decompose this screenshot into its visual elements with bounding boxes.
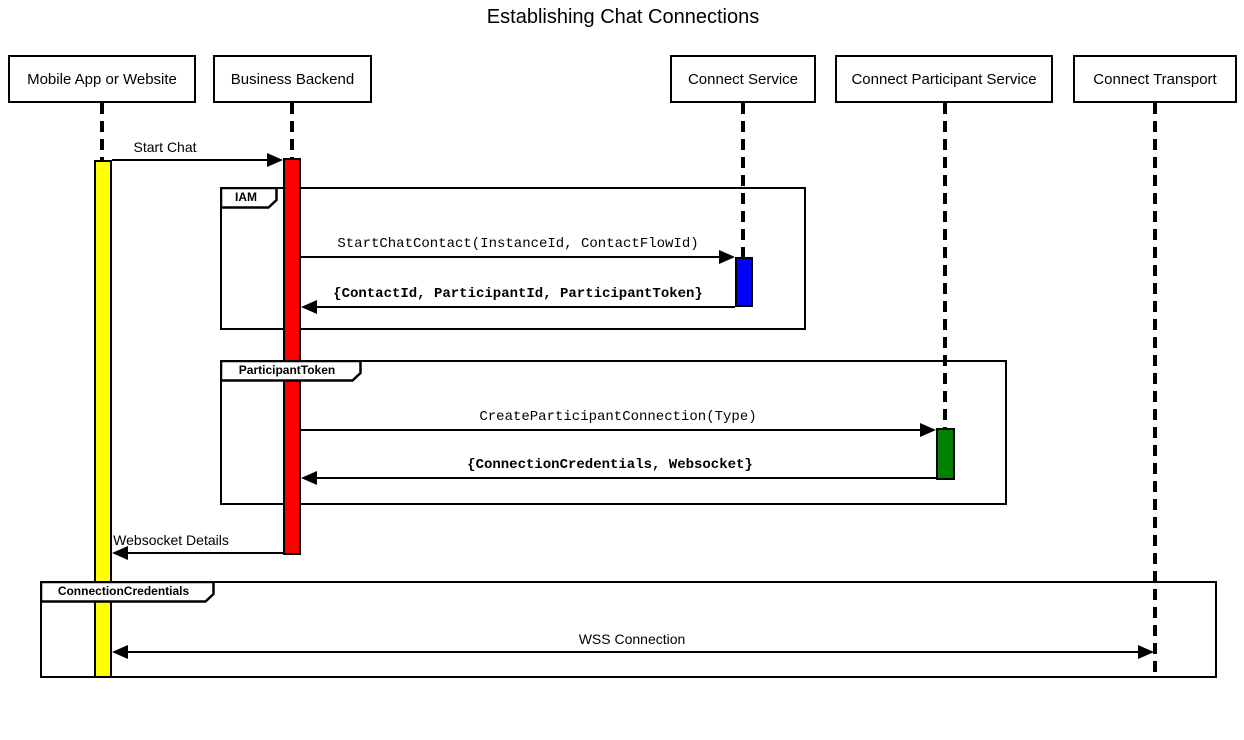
frame-label-connection-credentials: ConnectionCredentials [57,584,190,598]
actor-label-business-backend: Business Backend [230,70,355,88]
arrowhead-wss-connection-left [112,645,128,659]
message-label-start-chat: Start Chat [133,139,197,155]
message-label-contact-id-return: {ContactId, ParticipantId, ParticipantTo… [333,286,703,302]
actor-box-business-backend: Business Backend [213,55,372,103]
frame-tab-iam-shape [220,187,278,209]
message-label-start-chat-contact: StartChatContact(InstanceId, ContactFlow… [337,236,699,252]
message-label-connection-credentials-return: {ConnectionCredentials, Websocket} [467,457,753,473]
frame-connection-credentials [40,581,1217,678]
frame-tab-participant-token [220,360,362,382]
frame-participant-token [220,360,1007,505]
arrowhead-websocket-details [112,546,128,560]
message-label-wss-connection: WSS Connection [578,631,686,647]
frame-label-participant-token: ParticipantToken [238,363,336,377]
arrowhead-wss-connection-right [1138,645,1154,659]
arrowhead-contact-id-return [301,300,317,314]
actor-box-connect-transport: Connect Transport [1073,55,1237,103]
message-label-create-participant-connection: CreateParticipantConnection(Type) [479,409,757,425]
frame-tab-connection-credentials-shape [40,581,215,603]
arrowhead-start-chat-contact [719,250,735,264]
frame-iam [220,187,806,330]
frame-tab-iam [220,187,278,209]
actor-label-mobile-app: Mobile App or Website [27,70,177,88]
actor-box-mobile-app: Mobile App or Website [8,55,196,103]
actor-box-connect-service: Connect Service [670,55,816,103]
frame-label-iam: IAM [235,190,257,204]
arrowhead-create-participant-connection [920,423,936,437]
arrowhead-connection-credentials-return [301,471,317,485]
message-label-websocket-details: Websocket Details [113,532,229,548]
actor-label-connect-participant-service: Connect Participant Service [851,70,1037,88]
actor-label-connect-service: Connect Service [687,70,799,88]
activation-bar-business-backend [283,158,301,555]
actor-box-connect-participant-service: Connect Participant Service [835,55,1053,103]
activation-bar-connect-service [735,257,753,307]
frame-tab-participant-token-shape [220,360,362,382]
actor-label-connect-transport: Connect Transport [1093,70,1217,88]
activation-bar-connect-participant [936,428,955,480]
diagram-title: Establishing Chat Connections [486,6,760,28]
activation-bar-mobile-app [94,160,112,678]
arrowhead-start-chat [267,153,283,167]
frame-tab-connection-credentials [40,581,215,603]
